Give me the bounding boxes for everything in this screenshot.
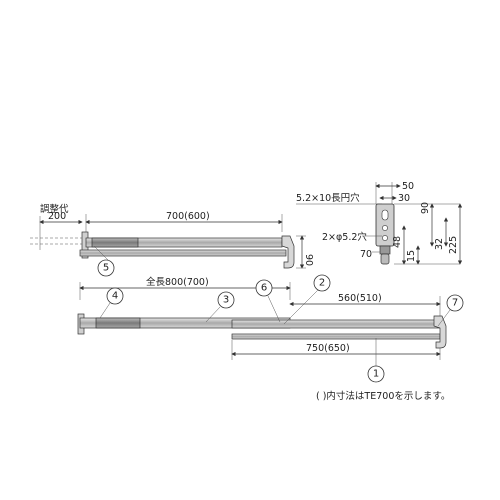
dim-48: 48 xyxy=(392,236,403,248)
callout-3 xyxy=(217,291,235,309)
dim-90-top: 90 xyxy=(303,254,314,266)
dim-30: 30 xyxy=(398,193,410,204)
callout-7-label: 7 xyxy=(452,298,458,309)
sliding-rail xyxy=(231,319,441,329)
callout-2 xyxy=(313,274,331,292)
dim-225: 225 xyxy=(448,236,459,254)
dim-15: 15 xyxy=(406,250,417,262)
dim-560-510: 560(510) xyxy=(338,293,382,304)
dim-total: 全長800(700) xyxy=(146,276,209,288)
callout-3-label: 3 xyxy=(223,295,229,306)
top-assembly: 調整代 200 700(600) 90 xyxy=(30,203,314,269)
lower-rail xyxy=(79,249,287,257)
callout-1-label: 1 xyxy=(373,369,379,380)
callout-5-label: 5 xyxy=(103,263,109,274)
callout-6 xyxy=(255,279,273,297)
callout-6-label: 6 xyxy=(261,283,267,294)
dim-750-650: 750(650) xyxy=(306,343,350,354)
dim-700-600: 700(600) xyxy=(166,211,210,222)
hole-slot-label: 5.2×10長円穴 xyxy=(296,192,360,204)
note-text: ( )内寸法はTE700を示します。 xyxy=(316,390,450,402)
callout-4-label: 4 xyxy=(112,291,118,302)
dim-200: 200 xyxy=(48,211,66,222)
callout-4 xyxy=(106,287,124,305)
bottom-assembly: 全長800(700) 560(510) 750(650) xyxy=(77,276,447,360)
callout-2-label: 2 xyxy=(319,278,325,289)
dim-90-side: 90 xyxy=(420,202,431,214)
callout-5 xyxy=(97,259,115,277)
dim-50: 50 xyxy=(402,181,414,192)
callout-7 xyxy=(446,294,464,312)
hole-round-label: 2×φ5.2穴 xyxy=(322,231,367,243)
side-profile: 50 30 5.2×10長円穴 2×φ5.2穴 70 48 15 90 32 2… xyxy=(296,181,463,265)
part-callouts: 1 2 3 4 5 6 7 xyxy=(93,245,464,383)
dim-70: 70 xyxy=(360,249,372,260)
hanging-rod xyxy=(231,333,441,340)
callout-1 xyxy=(367,365,385,383)
dim-32: 32 xyxy=(434,238,445,250)
adjust-label: 調整代 xyxy=(40,203,69,215)
